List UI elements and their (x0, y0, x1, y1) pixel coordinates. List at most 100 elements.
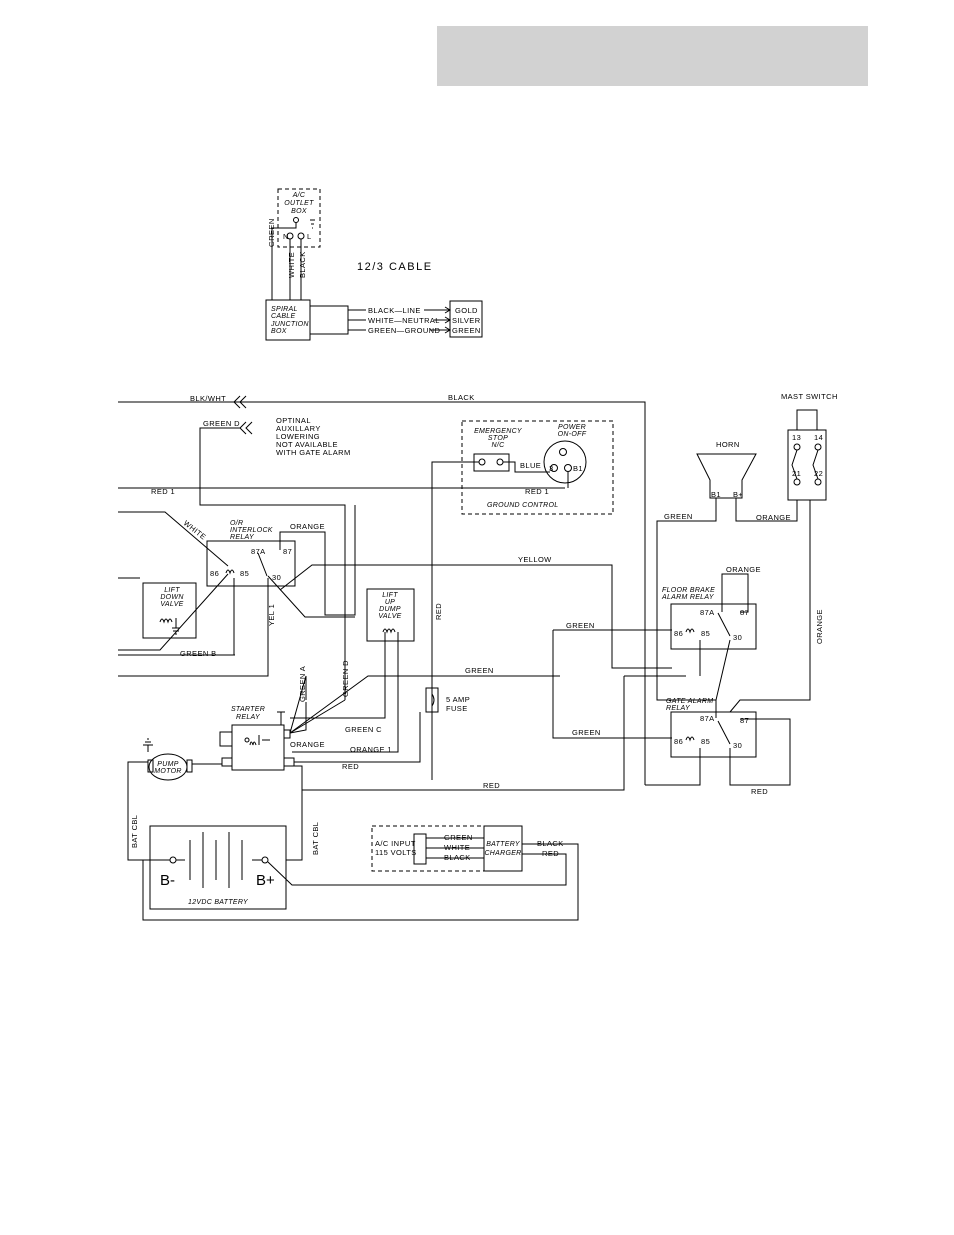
charger-label-1: BATTERY (486, 841, 521, 848)
yel-1-label: YEL 1 (267, 604, 276, 626)
gate-87a: 87A (700, 714, 715, 723)
orange-vertical-label: ORANGE (815, 609, 824, 644)
or-relay-label-1: O/R (230, 520, 243, 527)
green-d-vertical-label: GREEN D (341, 660, 350, 697)
junction-label-2: CABLE (271, 313, 295, 320)
floor-30: 30 (733, 633, 742, 642)
ground-control-label: GROUND CONTROL (487, 502, 558, 509)
lift-down-valve: LIFT DOWN VALVE (142, 582, 197, 639)
power-term-b1: B1 (573, 464, 583, 473)
outlet-box-label-3: BOX (291, 208, 307, 215)
battery-label: 12VDC BATTERY (188, 899, 249, 906)
or-relay-label-2: INTERLOCK (230, 527, 273, 534)
outlet-ground-terminal (293, 217, 299, 223)
charger-white: WHITE (444, 843, 470, 852)
green-lower-label: GREEN (572, 728, 601, 737)
floor-85: 85 (701, 629, 710, 638)
floor-87a: 87A (700, 608, 715, 617)
pump-motor: PUMP MOTOR (143, 738, 193, 781)
charger-green: GREEN (444, 833, 473, 842)
or-87: 87 (283, 547, 292, 556)
optional-label-5: WITH GATE ALARM (276, 448, 351, 457)
cable-12-3-label: 12/3 CABLE (357, 261, 433, 273)
floor-relay-label-1: FLOOR BRAKE (662, 587, 715, 594)
or-30: 30 (272, 573, 281, 582)
red-starter-label: RED (342, 762, 359, 771)
yellow-label: YELLOW (518, 555, 552, 564)
floor-relay-label-2: ALARM RELAY (661, 594, 715, 601)
optional-label-2: AUXILLARY (276, 424, 321, 433)
outlet-l-label: L (307, 232, 312, 241)
outlet-box-label-2: OUTLET (284, 200, 314, 207)
gold-terminal-label: GOLD (455, 306, 478, 315)
mast-switch: MAST SWITCH 13 14 21 22 (781, 392, 838, 501)
horn-b1: B1 (711, 490, 721, 499)
charger-black: BLACK (444, 853, 471, 862)
green-mid-label: GREEN (465, 666, 494, 675)
battery: B- B+ 12VDC BATTERY (149, 825, 287, 910)
or-86: 86 (210, 569, 219, 578)
optional-label-1: OPTINAL (276, 416, 311, 425)
white-neutral-label: WHITE—NEUTRAL (368, 316, 440, 325)
junction-label-1: SPIRAL (271, 306, 298, 313)
terminal-block: GOLD SILVER GREEN (449, 300, 483, 338)
starter-label-2: RELAY (236, 714, 261, 721)
gate-85: 85 (701, 737, 710, 746)
gate-alarm-relay: GATE ALARM RELAY 87A 87 86 85 30 (666, 698, 757, 758)
lift-up-label-2: UP (385, 599, 395, 606)
green-upper-label: GREEN (566, 621, 595, 630)
floor-86: 86 (674, 629, 683, 638)
green-ground-label: GREEN—GROUND (368, 326, 440, 335)
orange-starter-label: ORANGE (290, 740, 325, 749)
battery-plus: B+ (256, 872, 275, 889)
emergency-stop-label-3: N/C (492, 442, 506, 449)
green-c-label: GREEN C (345, 725, 382, 734)
black-line-label: BLACK—LINE (368, 306, 421, 315)
pump-label-2: MOTOR (154, 768, 181, 775)
orange-horn-label: ORANGE (756, 513, 791, 522)
fuse: 5 AMP FUSE (425, 687, 470, 713)
lift-up-label-1: LIFT (382, 592, 398, 599)
ms-21: 21 (792, 469, 801, 478)
power-term-3: 3 (549, 464, 554, 473)
ac-outlet-box: A/C OUTLET BOX N L (277, 188, 321, 248)
charger-black-out: BLACK (537, 839, 564, 848)
bat-cbl-left-label: BAT CBL (130, 815, 139, 848)
power-label-1: POWER (558, 424, 586, 431)
lift-down-label-3: VALVE (160, 601, 183, 608)
gate-87: 87 (740, 716, 749, 725)
gate-relay-label-2: RELAY (666, 705, 691, 712)
red-right-label: RED (751, 787, 768, 796)
green-d-top-label: GREEN D (203, 419, 240, 428)
lift-down-label-2: DOWN (160, 594, 184, 601)
mast-switch-label: MAST SWITCH (781, 392, 838, 401)
charger-red-out: RED (542, 849, 559, 858)
bat-cbl-right-label: BAT CBL (311, 822, 320, 855)
floor-brake-alarm-relay: FLOOR BRAKE ALARM RELAY 87A 87 86 85 30 (661, 587, 757, 650)
header-gray-box (437, 26, 868, 86)
fuse-label-2: FUSE (446, 704, 468, 713)
or-85: 85 (240, 569, 249, 578)
red-bottom-label: RED (483, 781, 500, 790)
outlet-box-label-1: A/C (292, 192, 306, 199)
emergency-stop-label-1: EMERGENCY (474, 428, 523, 435)
power-label-2: ON-OFF (558, 431, 587, 438)
cable-white-label: WHITE (287, 252, 296, 278)
spiral-cable-junction-box: SPIRAL CABLE JUNCTION BOX (265, 299, 311, 341)
starter-relay: STARTER RELAY (219, 706, 295, 771)
or-interlock-relay: O/R INTERLOCK RELAY 87A 87 86 85 30 (206, 520, 296, 587)
lift-up-dump-valve: LIFT UP DUMP VALVE (366, 588, 415, 642)
green-b-label: GREEN B (180, 649, 217, 658)
horn-bplus: B+ (733, 490, 743, 499)
green-horn-label: GREEN (664, 512, 693, 521)
cable-green-label: GREEN (267, 218, 276, 247)
red-1-left-label: RED 1 (151, 487, 175, 496)
lift-up-label-3: DUMP (379, 606, 401, 613)
charger-label-2: CHARGER (484, 850, 521, 857)
optional-label-4: NOT AVAILABLE (276, 440, 338, 449)
junction-label-4: BOX (271, 328, 287, 335)
cable-black-label: BLACK (298, 251, 307, 278)
blk-wht-label: BLK/WHT (190, 394, 226, 403)
horn: HORN B1 B+ (696, 440, 757, 499)
